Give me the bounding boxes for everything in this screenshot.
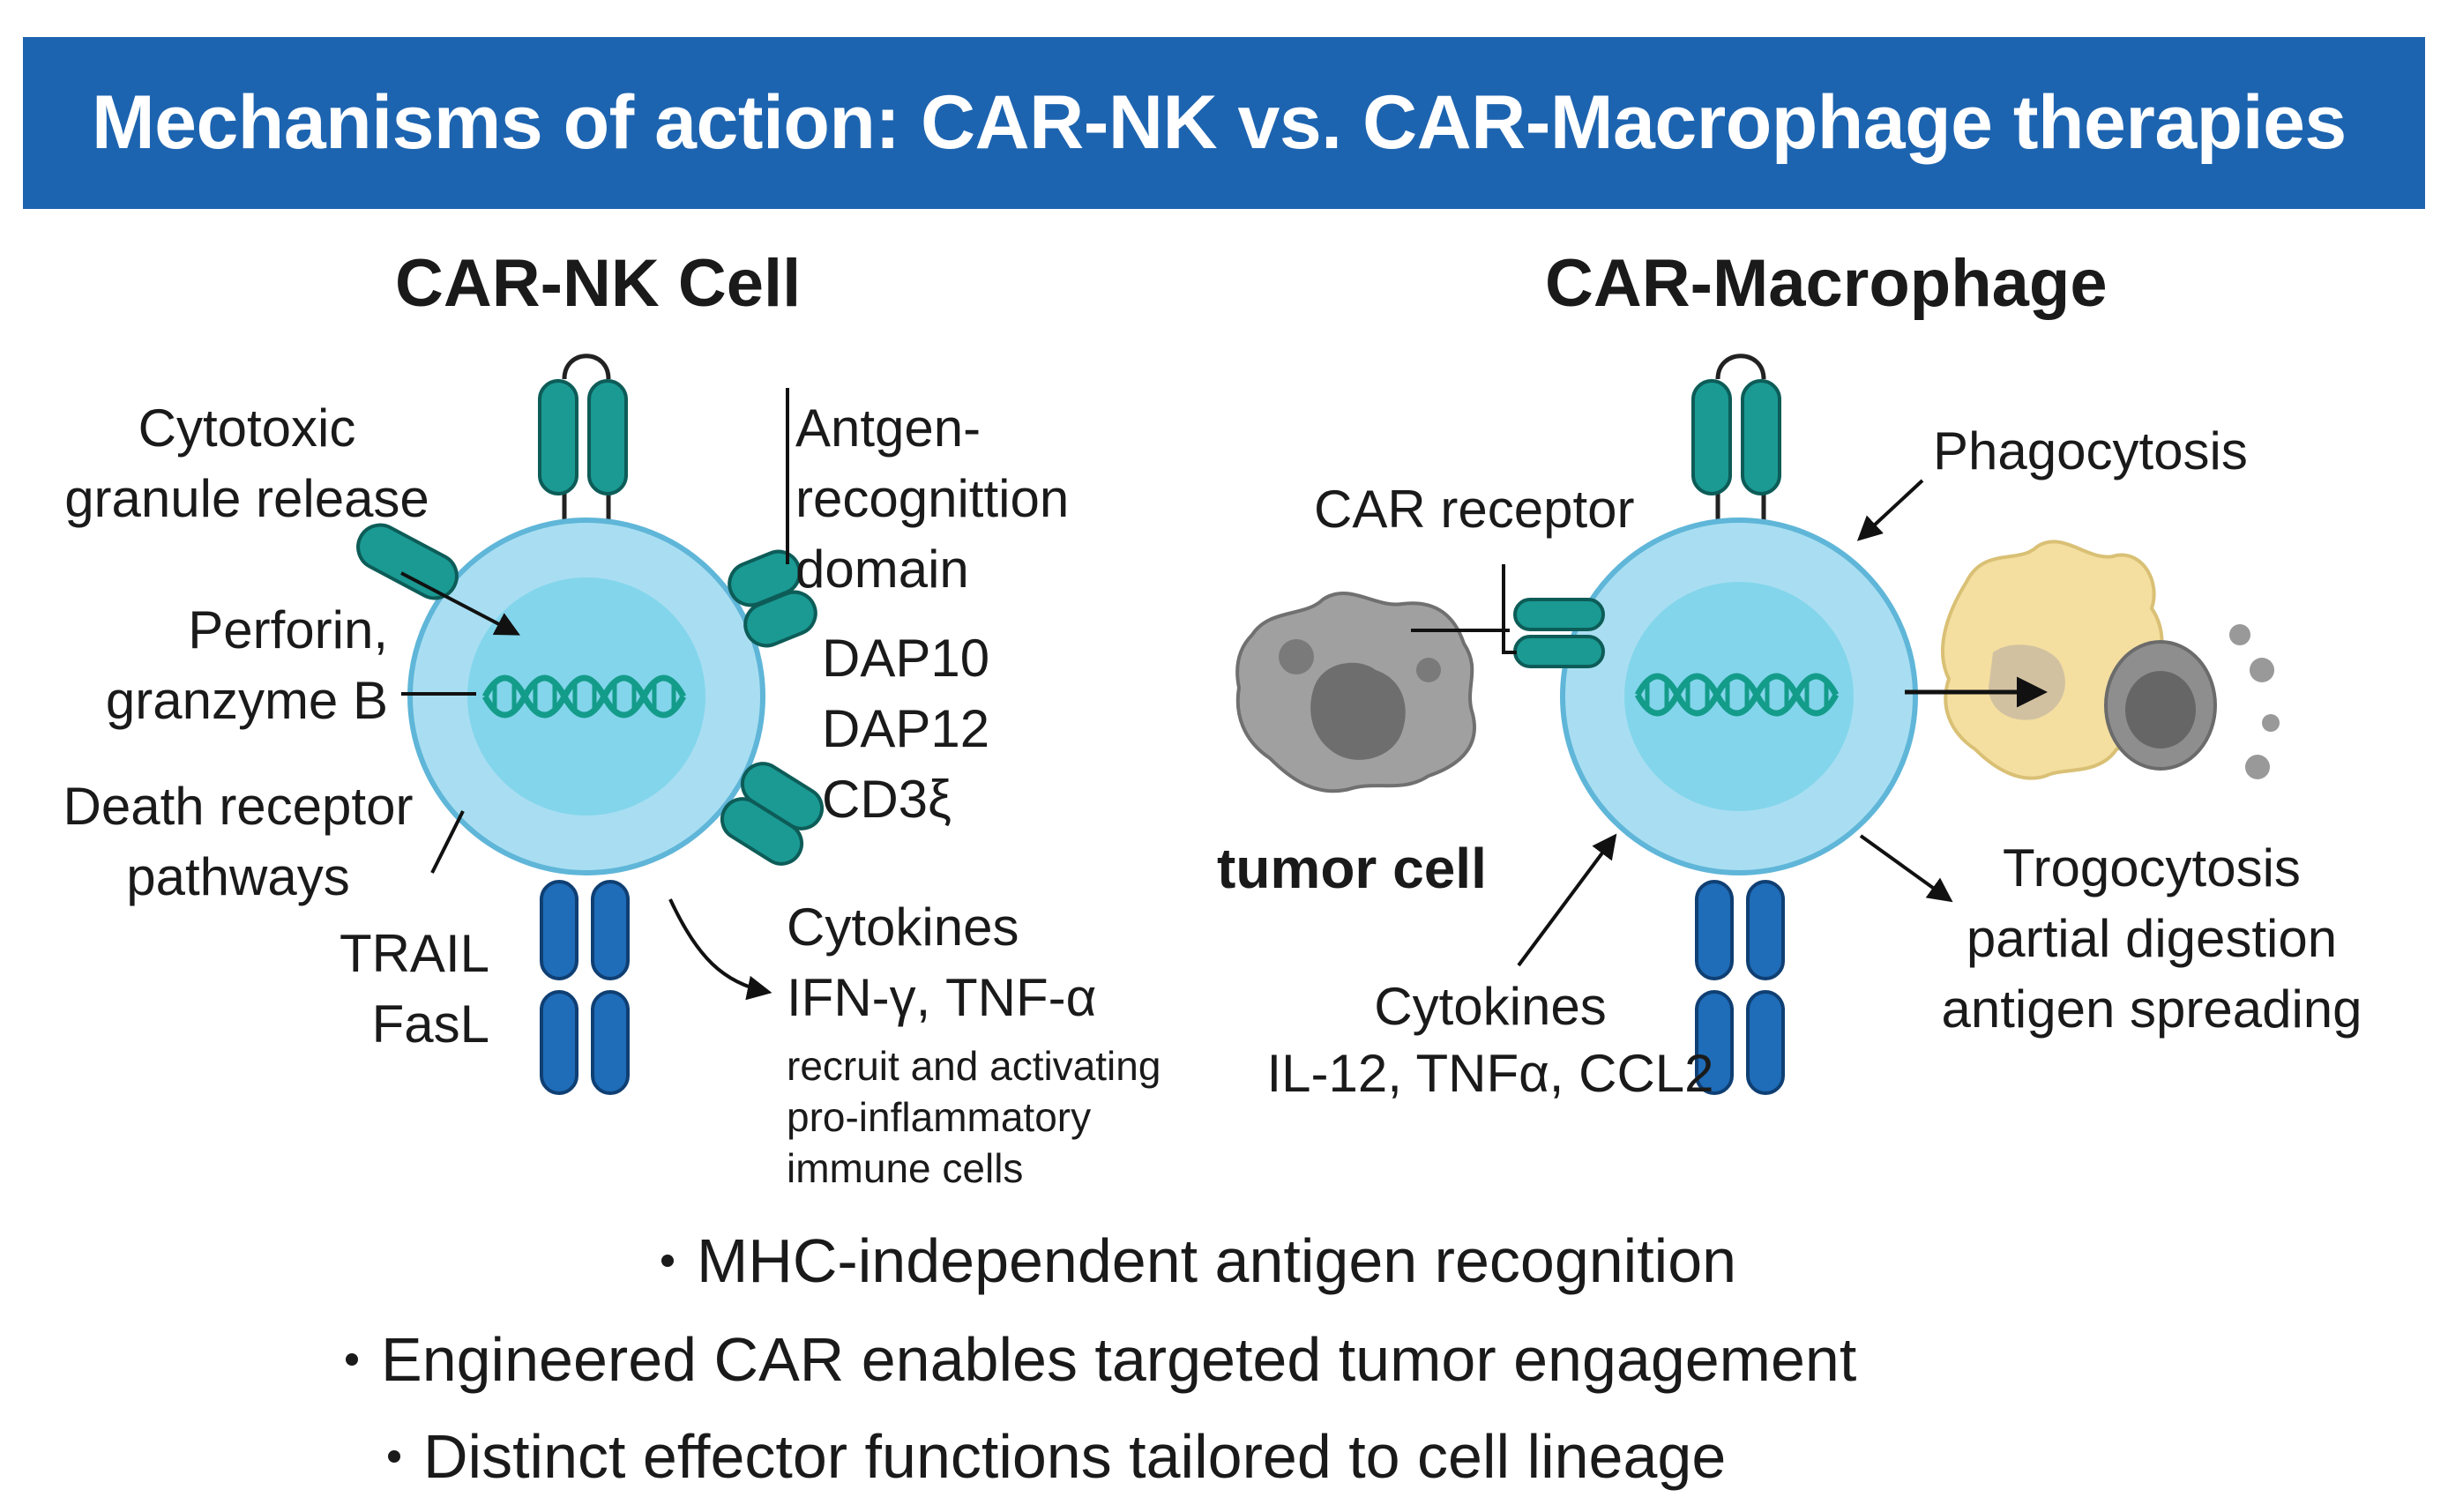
bullet-item: MHC-independent antigen recognition	[661, 1225, 1736, 1296]
nk-cytokines-note: recruit and activating pro-inflammatory …	[787, 1043, 1161, 1191]
trail-fasl-label: TRAIL FasL	[339, 924, 489, 1054]
perforin-label: Perforin, granzyme B	[105, 600, 388, 730]
macrophage-cytokines-list: IL-12, TNFα, CCL2	[1266, 1044, 1714, 1103]
death-receptor-label: Death receptor pathways	[63, 777, 414, 906]
car-nk-cell	[356, 354, 825, 1095]
phagocytosed-cell-icon	[1940, 540, 2280, 780]
bullet-text: Distinct effector functions tailored to …	[423, 1422, 1727, 1491]
nk-cytokines-heading: Cytokines	[787, 898, 1019, 957]
tumor-cell-icon	[1235, 592, 1476, 793]
bullet-item: Distinct effector functions tailored to …	[388, 1421, 1726, 1492]
car-receptor-label: CAR receptor	[1314, 480, 1635, 539]
nk-cytokines-list: IFN-γ, TNF-α	[787, 968, 1097, 1027]
page-title: Mechanisms of action: CAR-NK vs. CAR-Mac…	[92, 80, 2347, 165]
bullet-text: Engineered CAR enables targeted tumor en…	[381, 1325, 1857, 1394]
tumor-cell-label: tumor cell	[1217, 837, 1487, 900]
cytotoxic-granule-label: Cytotoxic granule release	[64, 398, 429, 528]
macrophage-panel-title: CAR-Macrophage	[1545, 246, 2108, 321]
trogocytosis-label: Trogocytosis partial digestion antigen s…	[1941, 838, 2362, 1039]
bullet-text: MHC-independent antigen recognition	[697, 1226, 1737, 1295]
antigen-domain-label: Antgen- recognittion domain	[795, 398, 1070, 599]
bullet-item: Engineered CAR enables targeted tumor en…	[346, 1324, 1856, 1395]
nk-panel-title: CAR-NK Cell	[395, 246, 802, 321]
macrophage-cytokines-heading: Cytokines	[1374, 977, 1607, 1036]
title-banner: Mechanisms of action: CAR-NK vs. CAR-Mac…	[23, 37, 2425, 209]
signaling-domain-label: DAP10 DAP12 CD3ξ	[822, 629, 990, 829]
car-macrophage	[1235, 354, 2280, 1095]
phagocytosis-label: Phagocytosis	[1933, 421, 2248, 480]
car-receptor-icon	[1502, 564, 1605, 668]
